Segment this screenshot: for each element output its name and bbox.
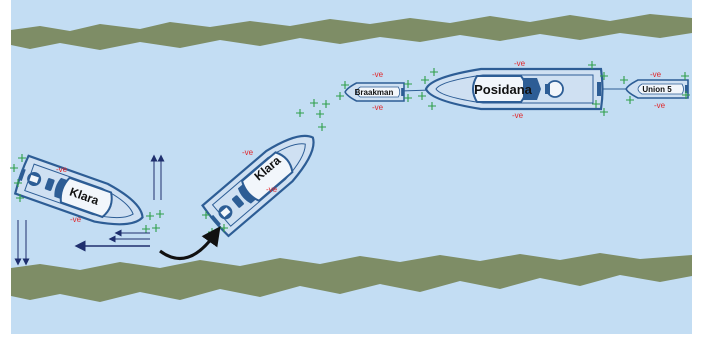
ship-posidana: Posidana -ve -ve <box>417 59 609 120</box>
charge-label: -ve <box>372 103 384 112</box>
ship-klara-turning: Klara -ve -ve <box>199 98 331 239</box>
flow-arrow-icon <box>150 154 165 200</box>
ship-name-posidana: Posidana <box>474 82 533 97</box>
top-bank <box>11 14 692 50</box>
charge-label: -ve <box>56 165 68 174</box>
charge-label: -ve <box>512 111 524 120</box>
ship-union-5: Union 5 -ve -ve <box>619 70 691 110</box>
charge-label: -ve <box>70 215 82 224</box>
ship-klara-moored: Klara -ve -ve <box>9 153 165 238</box>
turn-arrow-icon <box>159 226 221 261</box>
charge-label: -ve <box>650 70 662 79</box>
charge-label: -ve <box>266 185 278 194</box>
flow-arrow-icon <box>14 220 30 266</box>
charge-label: -ve <box>514 59 526 68</box>
ship-braakman: Braakman -ve -ve <box>335 70 413 112</box>
charge-label: -ve <box>242 148 254 157</box>
flow-arrow-icon <box>74 229 150 252</box>
ship-name-braakman: Braakman <box>355 88 394 97</box>
charge-label: -ve <box>654 101 666 110</box>
charge-label: -ve <box>372 70 384 79</box>
ship-name-union-5: Union 5 <box>642 85 672 94</box>
bottom-bank <box>11 253 692 302</box>
